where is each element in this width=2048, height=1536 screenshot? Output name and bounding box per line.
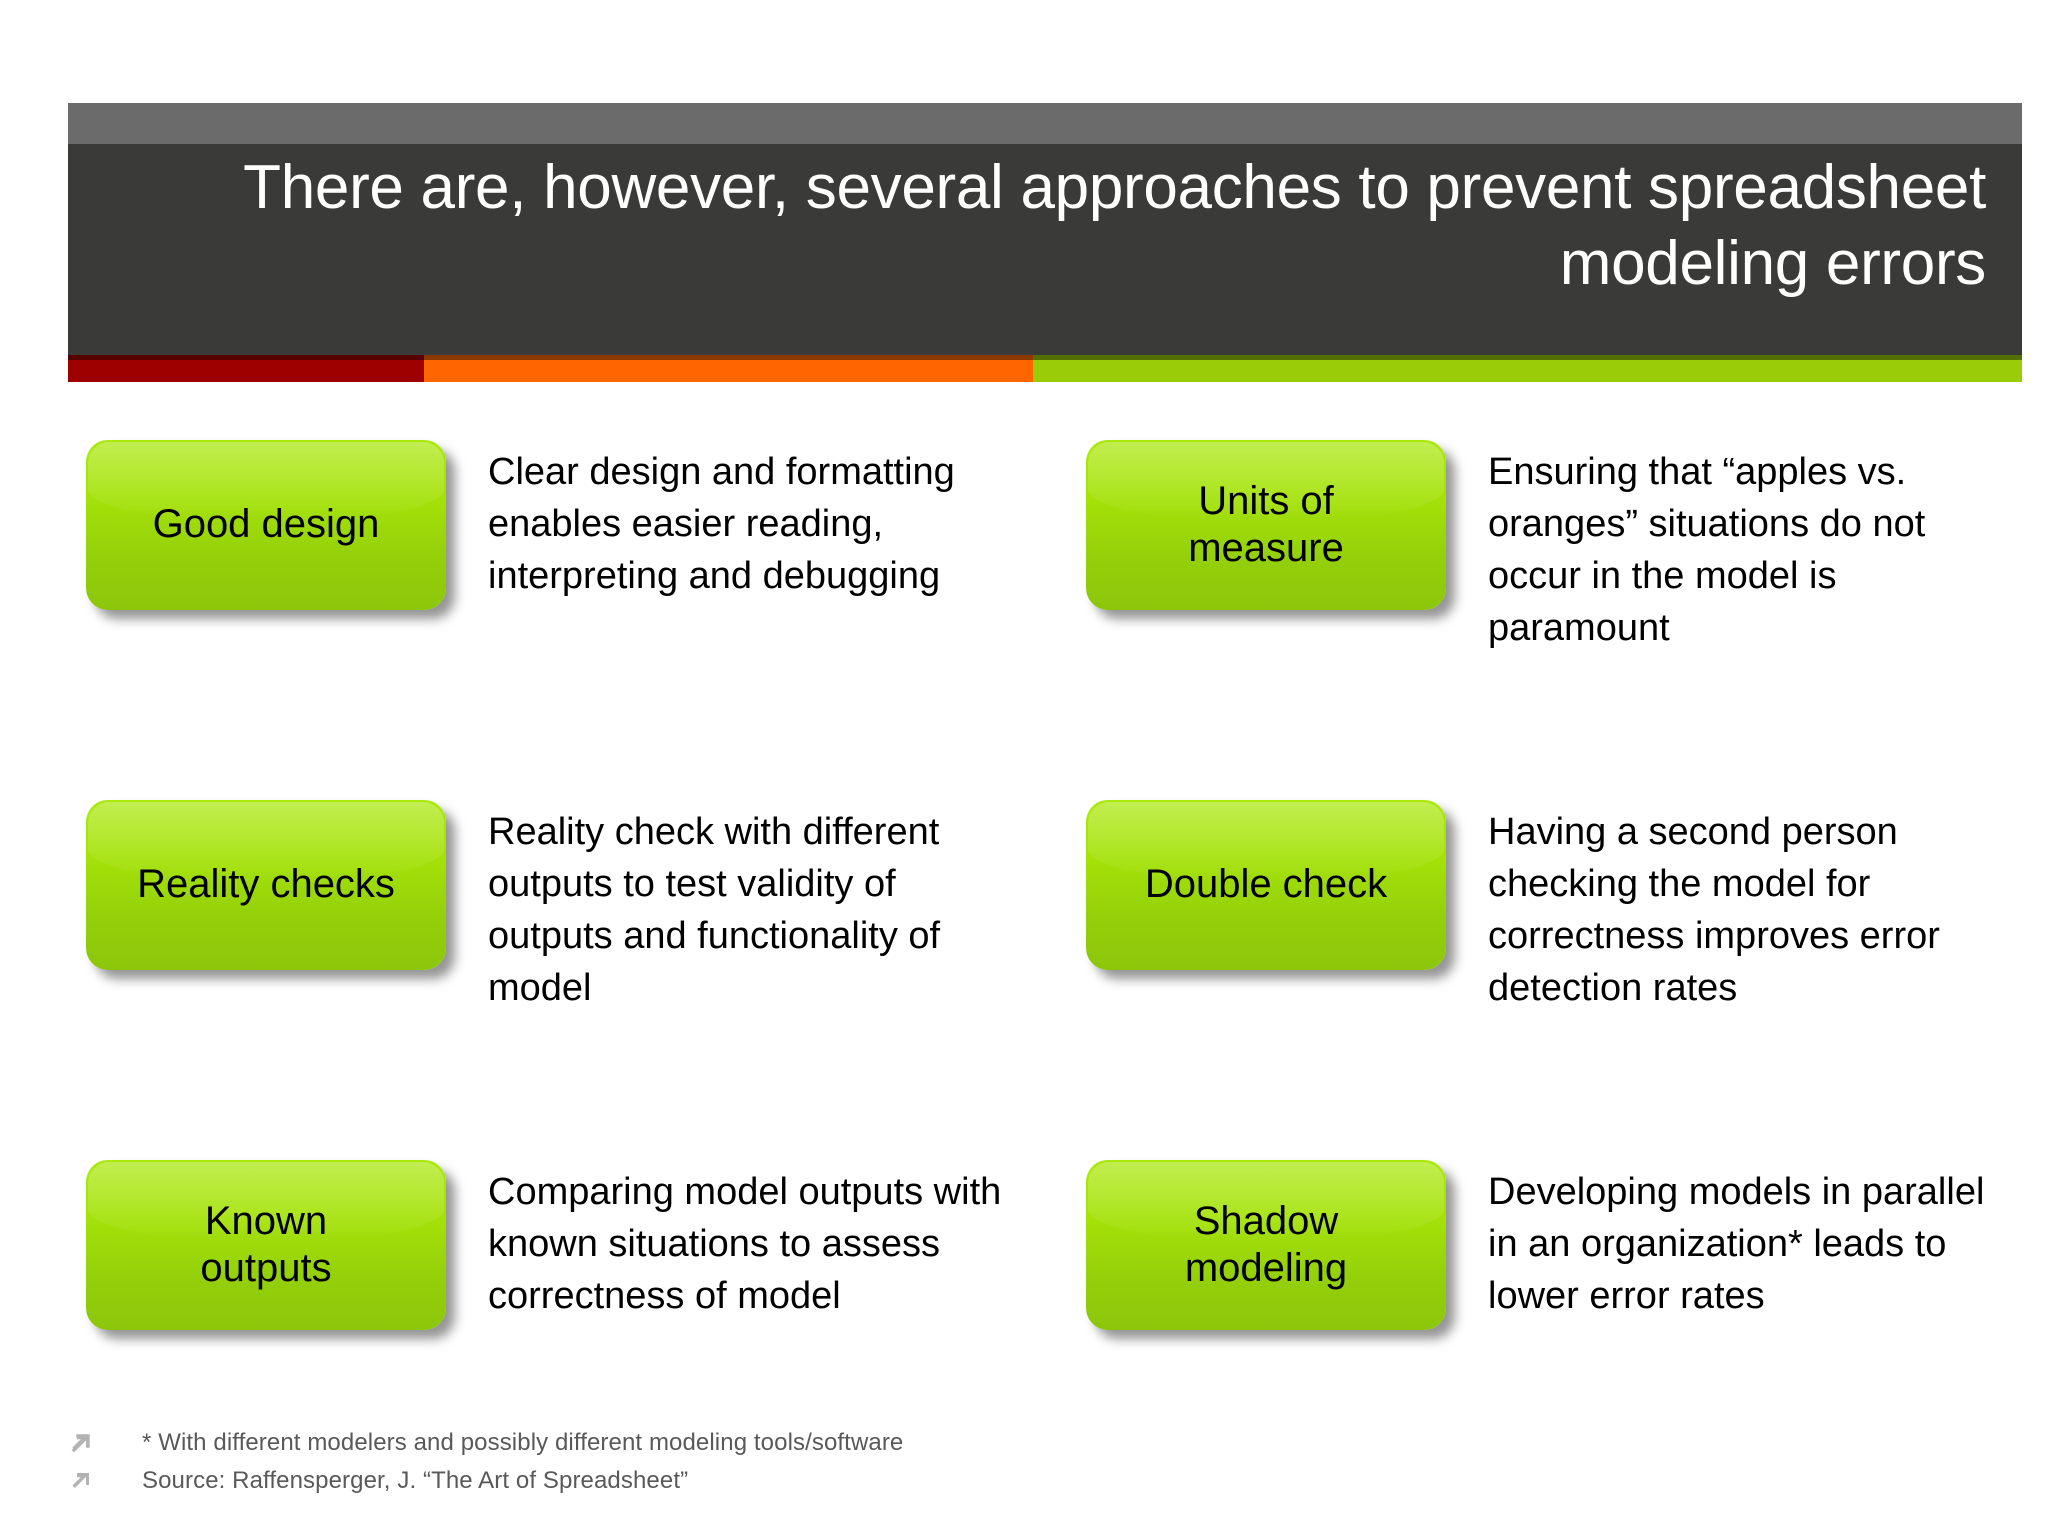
- approaches-grid: Good design Clear design and formatting …: [0, 440, 2048, 1460]
- approach-description-known-outputs: Comparing model outputs with known situa…: [488, 1171, 1002, 1318]
- approach-cell-units-of-measure: Units of measure Ensuring that “apples v…: [1024, 440, 2048, 800]
- chip-double-check[interactable]: Double check: [1086, 800, 1446, 970]
- chip-units-of-measure[interactable]: Units of measure: [1086, 440, 1446, 610]
- chip-label: Shadow modeling: [1184, 1198, 1348, 1290]
- approach-row: Good design Clear design and formatting …: [0, 440, 2048, 800]
- approach-cell-good-design: Good design Clear design and formatting …: [0, 440, 1024, 800]
- page-title: There are, however, several approaches t…: [243, 153, 1986, 298]
- approach-cell-double-check: Double check Having a second person chec…: [1024, 800, 2048, 1160]
- chip-reality-checks[interactable]: Reality checks: [86, 800, 446, 970]
- accent-segment-green: [1033, 355, 2022, 382]
- arrow-up-right-icon: [64, 1428, 98, 1458]
- chip-good-design[interactable]: Good design: [86, 440, 446, 610]
- accent-bar-shadow: [68, 355, 2022, 360]
- footnote-row: Source: Raffensperger, J. “The Art of Sp…: [0, 1462, 2048, 1500]
- banner-body: There are, however, several approaches t…: [68, 144, 2022, 355]
- accent-segment-red: [68, 355, 424, 382]
- accent-segment-orange: [423, 355, 1034, 382]
- banner-top-strip: [68, 103, 2022, 144]
- arrow-up-right-icon: [64, 1466, 98, 1496]
- title-banner: There are, however, several approaches t…: [68, 103, 2022, 382]
- chip-shadow-modeling[interactable]: Shadow modeling: [1086, 1160, 1446, 1330]
- approach-cell-known-outputs: Known outputs Comparing model outputs wi…: [0, 1160, 1024, 1460]
- chip-known-outputs[interactable]: Known outputs: [86, 1160, 446, 1330]
- approach-description-reality-checks: Reality check with different outputs to …: [488, 811, 941, 1010]
- approach-row: Known outputs Comparing model outputs wi…: [0, 1160, 2048, 1460]
- approach-cell-reality-checks: Reality checks Reality check with differ…: [0, 800, 1024, 1160]
- chip-label: Double check: [1144, 862, 1388, 907]
- footnote-row: * With different modelers and possibly d…: [0, 1424, 2048, 1462]
- footnotes: * With different modelers and possibly d…: [0, 1424, 2048, 1500]
- chip-label: Reality checks: [137, 862, 395, 907]
- footnote-text: * With different modelers and possibly d…: [142, 1429, 904, 1456]
- footnote-text: Source: Raffensperger, J. “The Art of Sp…: [142, 1467, 689, 1494]
- approach-description-good-design: Clear design and formatting enables easi…: [488, 451, 955, 598]
- approach-description-shadow-modeling: Developing models in parallel in an orga…: [1488, 1171, 1985, 1318]
- approach-description-units-of-measure: Ensuring that “apples vs. oranges” situa…: [1488, 451, 1926, 650]
- chip-label: Units of measure: [1188, 478, 1344, 570]
- approach-cell-shadow-modeling: Shadow modeling Developing models in par…: [1024, 1160, 2048, 1460]
- accent-bar: [68, 355, 2022, 382]
- chip-label: Good design: [152, 502, 380, 547]
- approach-row: Reality checks Reality check with differ…: [0, 800, 2048, 1160]
- chip-label: Known outputs: [200, 1198, 332, 1290]
- approach-description-double-check: Having a second person checking the mode…: [1488, 811, 1940, 1010]
